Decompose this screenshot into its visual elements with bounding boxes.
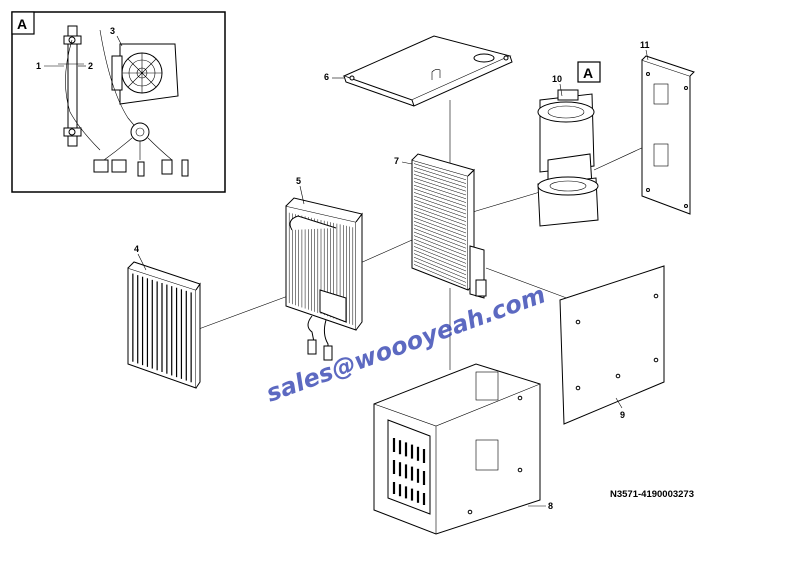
- callout-6: 6: [324, 72, 329, 82]
- detail-ref-box: [577, 61, 601, 83]
- line-detail: [413, 260, 467, 283]
- line-detail: [413, 202, 467, 222]
- part-7-heater-core: [411, 153, 487, 299]
- line-detail: [413, 163, 467, 181]
- part-9-side-panel: [559, 265, 665, 425]
- assembly-axis-lines: [195, 100, 647, 370]
- line-detail: [413, 188, 467, 207]
- part-5-evaporator: [285, 197, 363, 361]
- part-6-top-cover: [342, 35, 513, 107]
- callout-1: 1: [36, 61, 41, 71]
- line-detail: [413, 246, 467, 268]
- detail-wiring-drawing: [58, 29, 189, 177]
- document-number: N3571-4190003273: [610, 489, 694, 500]
- part-11-bracket: [641, 55, 695, 215]
- line-detail: [413, 228, 467, 249]
- callout-7: 7: [394, 156, 399, 166]
- line-detail: [413, 213, 467, 234]
- callout-9: 9: [620, 410, 625, 420]
- line-detail: [413, 256, 467, 279]
- line-detail: [413, 253, 467, 276]
- callout-4: 4: [134, 244, 139, 254]
- line-detail: [413, 235, 467, 257]
- line-detail: [413, 249, 467, 272]
- callout-3: 3: [110, 26, 115, 36]
- line-detail: [413, 177, 467, 196]
- line-detail: [413, 231, 467, 253]
- line-detail: [413, 184, 467, 203]
- line-detail: [413, 181, 467, 200]
- part-8-housing: [373, 363, 541, 535]
- line-detail: [413, 242, 467, 264]
- line-detail: [413, 166, 467, 184]
- line-detail: [413, 217, 467, 238]
- line-detail: [413, 170, 467, 188]
- line-detail: [413, 192, 467, 211]
- line-detail: [413, 195, 467, 215]
- callout-8: 8: [548, 501, 553, 511]
- line-detail: [413, 199, 467, 219]
- part-4-filter: [127, 261, 201, 389]
- line-detail: [413, 220, 467, 241]
- line-detail: [413, 238, 467, 260]
- line-detail: [413, 174, 467, 192]
- detail-rail-drawing: [63, 25, 101, 151]
- detail-ref-label: A: [583, 65, 593, 81]
- line-detail: [413, 264, 467, 287]
- callout-10: 10: [552, 74, 562, 84]
- callout-2: 2: [88, 61, 93, 71]
- detail-label-box: [11, 11, 35, 35]
- callout-11: 11: [640, 40, 650, 50]
- detail-blower-drawing: [111, 43, 179, 105]
- callout-5: 5: [296, 176, 301, 186]
- detail-label: A: [17, 16, 27, 32]
- line-detail: [413, 206, 467, 226]
- part-10-blower: [537, 89, 599, 227]
- callouts: 4 5 6 7 8 9 10 11: [134, 40, 650, 511]
- line-detail: [413, 224, 467, 245]
- line-detail: [413, 210, 467, 230]
- detail-inset-a: A: [11, 11, 226, 193]
